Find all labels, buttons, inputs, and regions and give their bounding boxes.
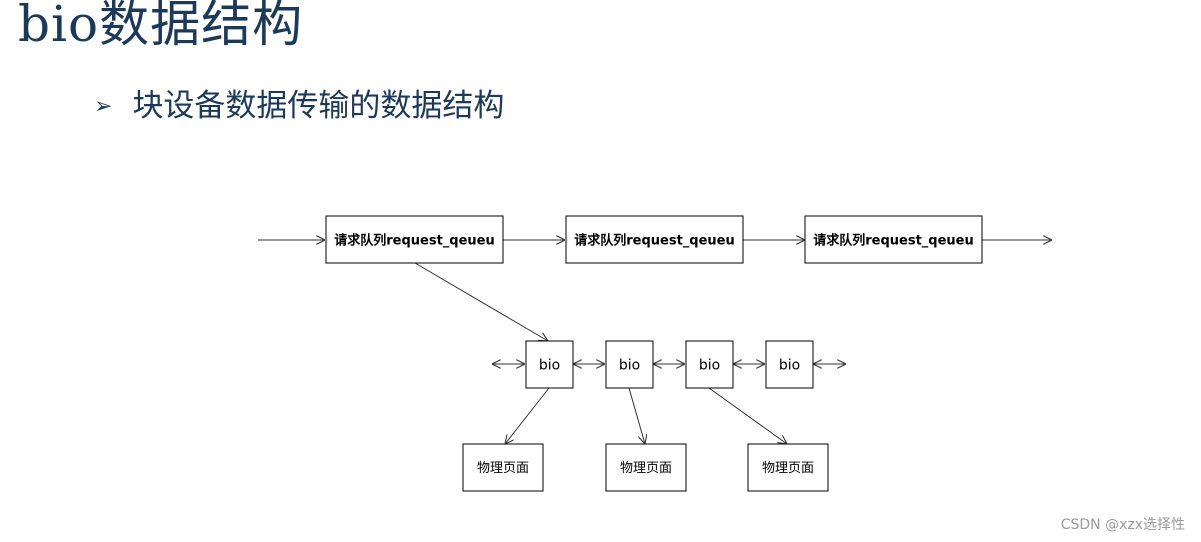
bio-node-4: bio [765, 340, 814, 389]
bio-node-3: bio [685, 340, 734, 389]
request-queue-label: 请求队列request_qeueu [813, 233, 974, 249]
physical-page-label: 物理页面 [620, 461, 672, 476]
physical-page-node-2: 物理页面 [605, 443, 687, 492]
queue-to-bio-arrow [414, 262, 548, 341]
request-queue-label: 请求队列request_qeueu [574, 233, 735, 249]
slide-title: bio数据结构 [18, 0, 304, 53]
bio-node-1: bio [525, 340, 574, 389]
request-queue-node-2: 请求队列request_qeueu [565, 215, 744, 264]
bio-label: bio [699, 358, 720, 374]
bio-to-page-arrow-2 [628, 387, 645, 444]
csdn-watermark: CSDN @xzx选择性 [1060, 517, 1185, 533]
bullet-arrow-icon: ➢ [94, 93, 113, 119]
bio-node-2: bio [605, 340, 654, 389]
bio-label: bio [779, 358, 800, 374]
physical-page-label: 物理页面 [762, 461, 814, 476]
bullet-item: ➢ 块设备数据传输的数据结构 [94, 88, 504, 125]
bio-to-page-arrow-3 [708, 387, 787, 444]
bullet-text: 块设备数据传输的数据结构 [132, 88, 505, 124]
request-queue-label: 请求队列request_qeueu [334, 233, 495, 249]
bio-label: bio [619, 358, 640, 374]
physical-page-node-1: 物理页面 [462, 443, 544, 492]
bio-to-page-arrow-1 [505, 387, 550, 444]
request-queue-node-1: 请求队列request_qeueu [325, 215, 504, 264]
physical-page-label: 物理页面 [477, 461, 529, 476]
bio-label: bio [539, 358, 560, 374]
physical-page-node-3: 物理页面 [747, 443, 829, 492]
request-queue-node-3: 请求队列request_qeueu [804, 215, 983, 264]
